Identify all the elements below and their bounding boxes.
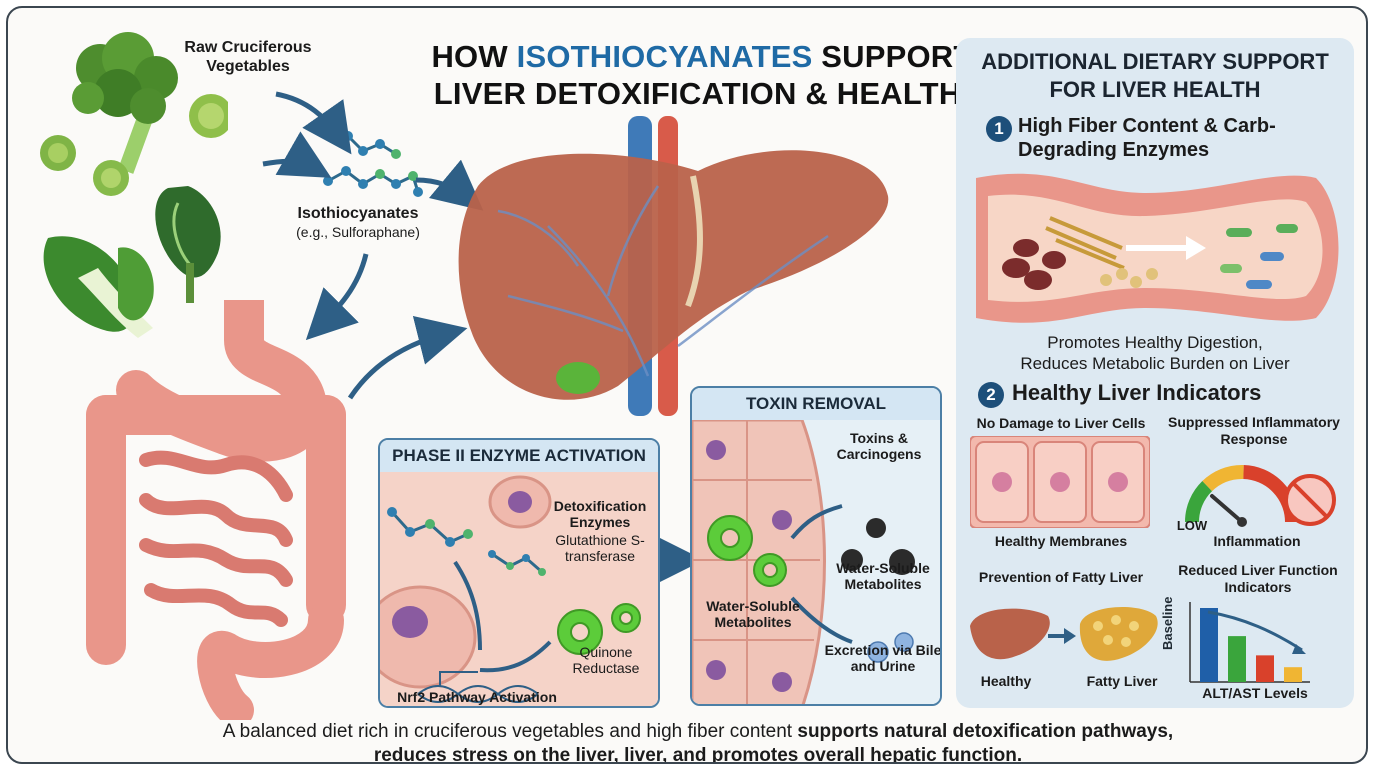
enzymes-title: Detoxification Enzymes xyxy=(553,498,647,530)
page-title: HOW ISOTHIOCYANATES SUPPORT LIVER DETOXI… xyxy=(431,39,973,111)
metabolites-right-label: Water-Soluble Metabolites xyxy=(836,560,930,592)
flow-arrows xyxy=(262,91,704,585)
fatty-liver-comparison xyxy=(970,606,1158,661)
section2-title: Healthy Liver Indicators xyxy=(1012,380,1262,405)
liver-illustration xyxy=(458,116,889,416)
alt-ast-bar xyxy=(1200,608,1218,682)
alt-ast-label: ALT/AST Levels xyxy=(1202,685,1308,701)
toxin-removal-illustration xyxy=(692,420,940,704)
infographic-frame: HOW ISOTHIOCYANATES SUPPORT LIVER DETOXI… xyxy=(6,6,1368,764)
footer-caption: A balanced diet rich in cruciferous vege… xyxy=(88,720,1308,764)
brussels-sprout-icon xyxy=(40,94,228,196)
section1-number: 1 xyxy=(986,116,1012,142)
gauge-low-label: LOW xyxy=(1176,518,1208,533)
baseline-label: Baseline xyxy=(1160,596,1175,650)
no-inflammation-icon xyxy=(1284,474,1336,526)
suppressed-label: Suppressed Inflammatory Response xyxy=(1168,414,1340,447)
fatty-prevention-label: Prevention of Fatty Liver xyxy=(978,569,1144,585)
bacteria-icon xyxy=(1220,224,1298,289)
inflammation-gauge-illustration xyxy=(1185,465,1336,527)
footer-bold-text-1: supports natural detoxification pathways… xyxy=(797,721,1174,742)
bok-choy-icon xyxy=(43,236,154,338)
alt-ast-bar xyxy=(1228,636,1246,682)
sidebar-title: ADDITIONAL DIETARY SUPPORT FOR LIVER HEA… xyxy=(981,49,1329,102)
enzyme-gear-icon xyxy=(557,603,641,655)
healthy-liver-label: Healthy xyxy=(980,673,1032,689)
compound-example: (e.g., Sulforaphane) xyxy=(296,224,420,240)
footer-bold-text-2: reduces stress on the liver, liver, and … xyxy=(373,745,1023,764)
alt-ast-bar xyxy=(1256,655,1274,682)
sidebar-panel: ADDITIONAL DIETARY SUPPORT FOR LIVER HEA… xyxy=(956,38,1354,708)
compound-label: Isothiocyanates xyxy=(297,205,419,222)
inflammation-label: Inflammation xyxy=(1213,533,1301,549)
fatty-liver-label: Fatty Liver xyxy=(1086,673,1158,689)
toxin-removal-panel: TOXIN REMOVAL To xyxy=(690,386,942,706)
liver-cells-illustration xyxy=(970,436,1150,528)
gauge-needle xyxy=(1210,494,1244,524)
healthy-membranes-label: Healthy Membranes xyxy=(994,533,1128,549)
section2-number: 2 xyxy=(978,382,1004,408)
intestine-fiber-illustration xyxy=(976,173,1339,323)
enzyme-quinone: Quinone Reductase xyxy=(572,644,640,676)
excretion-label: Excretion via Bile and Urine xyxy=(824,642,942,674)
kale-icon xyxy=(155,186,221,303)
section1-caption-2: Reduces Metabolic Burden on Liver xyxy=(1020,354,1290,373)
nrf2-label: Nrf2 Pathway Activation xyxy=(397,689,557,705)
grain-icon xyxy=(1045,216,1125,270)
toxins-label: Toxins & Carcinogens xyxy=(836,430,922,462)
phase2-header: PHASE II ENZYME ACTIVATION xyxy=(380,440,658,473)
metabolite-gear-icon xyxy=(707,515,787,587)
title-highlight: ISOTHIOCYANATES xyxy=(516,39,813,74)
phase2-cell-illustration xyxy=(380,472,658,706)
metabolite-bubble-icon xyxy=(867,632,914,663)
section1-caption-1: Promotes Healthy Digestion, xyxy=(1047,333,1263,352)
section1-title: High Fiber Content & Carb-Degrading Enzy… xyxy=(1018,115,1276,161)
reduced-indicators-label: Reduced Liver Function Indicators xyxy=(1178,562,1338,595)
toxin-icon xyxy=(841,518,915,575)
phase2-panel: PHASE II ENZYME ACTIVATION xyxy=(378,438,660,708)
vegetables-label: Raw Cruciferous Vegetables xyxy=(184,39,312,75)
alt-ast-bar xyxy=(1284,667,1302,682)
broccoli-icon xyxy=(72,32,178,174)
digestive-system-illustration xyxy=(86,300,346,720)
vegetables-illustration xyxy=(40,32,228,338)
alt-ast-chart xyxy=(1189,602,1310,683)
footer-normal-text: A balanced diet rich in cruciferous vege… xyxy=(222,721,798,742)
enzyme-gst: Glutathione S-transferase xyxy=(555,532,645,564)
dna-icon xyxy=(417,685,539,703)
toxin-header: TOXIN REMOVAL xyxy=(692,388,940,421)
metabolites-left-label: Water-Soluble Metabolites xyxy=(706,598,800,630)
bean-icon xyxy=(1002,239,1066,290)
no-damage-label: No Damage to Liver Cells xyxy=(976,415,1146,431)
